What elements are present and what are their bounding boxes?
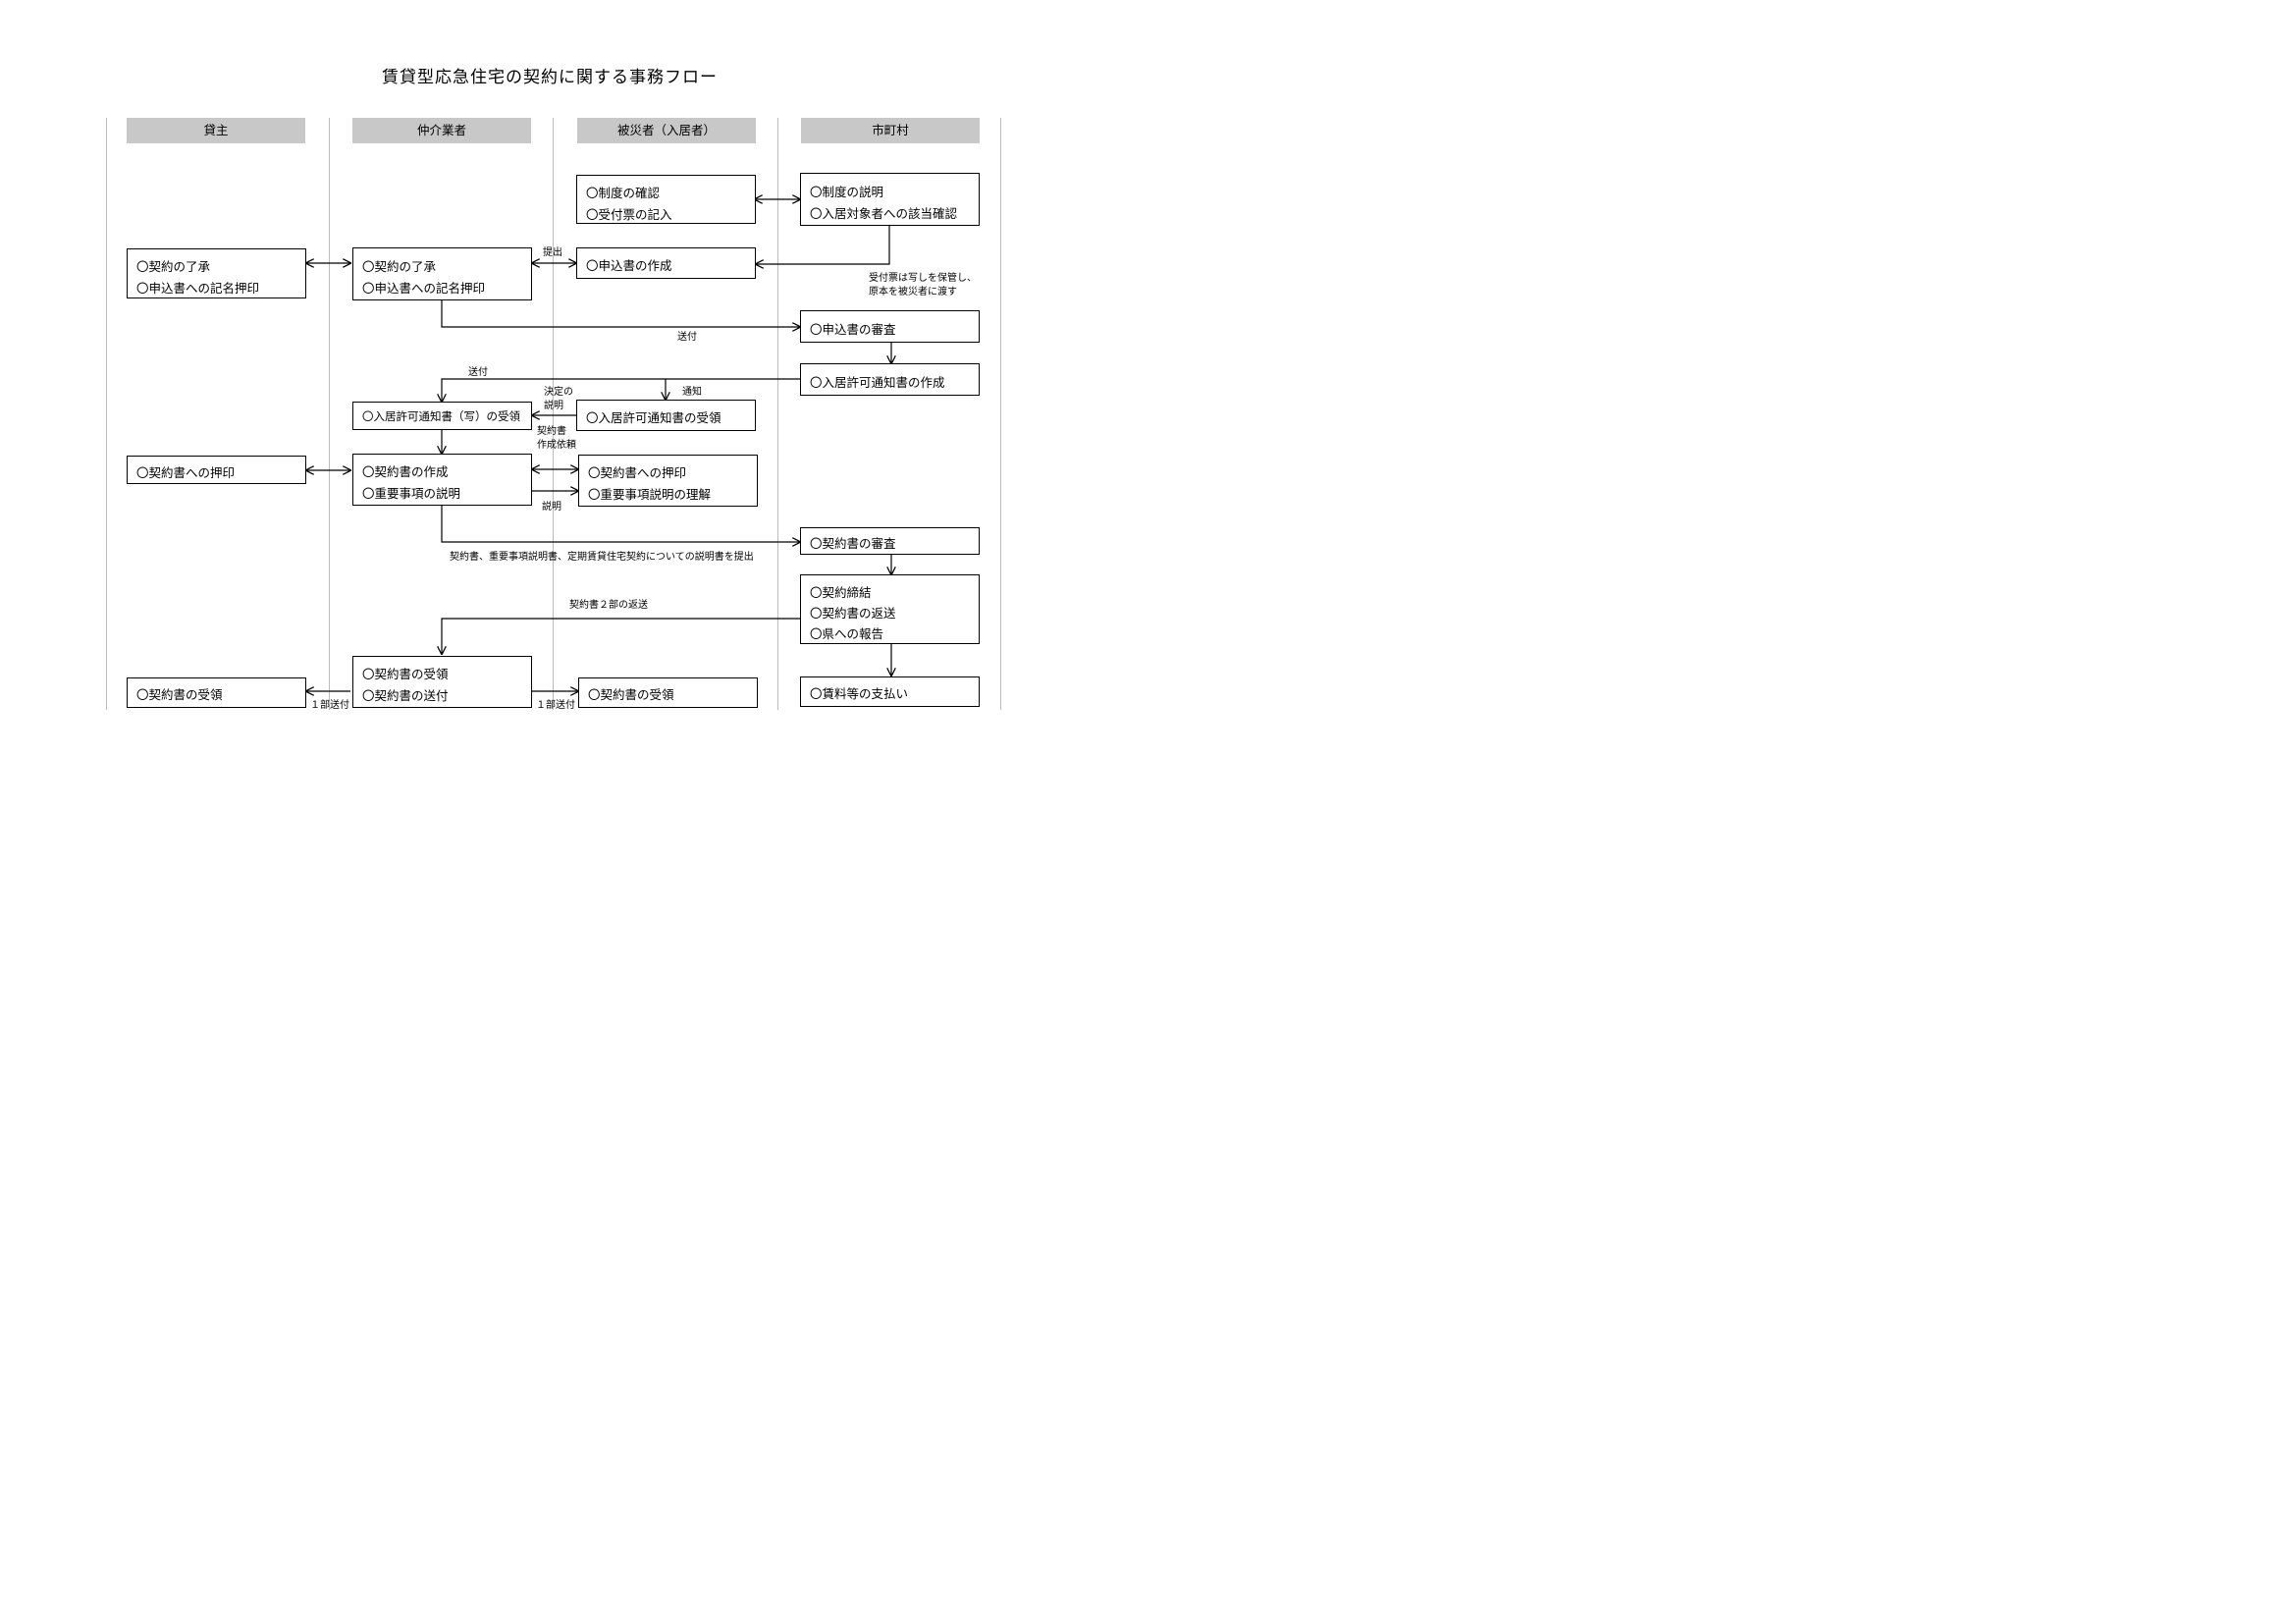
city-shiharai-box: 〇賃料等の支払い bbox=[800, 676, 980, 707]
lane-header-city: 市町村 bbox=[801, 118, 980, 143]
label-sakusei-irai: 作成依頼 bbox=[537, 440, 576, 451]
city-seido-box: 〇制度の説明 〇入居対象者への該当確認 bbox=[800, 173, 980, 226]
box-item: 〇申込書の審査 bbox=[810, 322, 896, 337]
page-title: 賃貸型応急住宅の契約に関する事務フロー bbox=[382, 68, 718, 87]
box-item: 〇重要事項説明の理解 bbox=[588, 487, 712, 502]
box-item: 〇県への報告 bbox=[810, 626, 884, 641]
lane-divider bbox=[1000, 118, 1001, 710]
lane-header-broker: 仲介業者 bbox=[352, 118, 531, 143]
label-kettei-setsumei: 説明 bbox=[544, 401, 563, 411]
box-item: 〇契約書への押印 bbox=[588, 465, 687, 480]
box-item: 〇契約締結 bbox=[810, 585, 872, 600]
box-item: 〇契約の了承 bbox=[362, 259, 437, 274]
box-item: 〇契約書の受領 bbox=[362, 667, 449, 681]
box-item: 〇契約書への押印 bbox=[136, 465, 236, 480]
victim-seido-box: 〇制度の確認 〇受付票の記入 bbox=[576, 175, 756, 224]
lane-divider bbox=[106, 118, 107, 710]
victim-juryo-box: 〇契約書の受領 bbox=[578, 677, 758, 708]
box-item: 〇契約書の返送 bbox=[810, 606, 896, 621]
owner-oin-box: 〇契約書への押印 bbox=[127, 456, 306, 484]
city-teiketsu-box: 〇契約締結 〇契約書の返送 〇県への報告 bbox=[800, 574, 980, 644]
lane-divider bbox=[553, 118, 554, 710]
box-item: 〇制度の説明 bbox=[810, 185, 884, 199]
broker-keiyaku-box: 〇契約の了承 〇申込書への記名押印 bbox=[352, 247, 532, 300]
owner-keiyaku-box: 〇契約の了承 〇申込書への記名押印 bbox=[127, 248, 306, 298]
label-setsumei: 説明 bbox=[542, 502, 561, 513]
box-item: 〇賃料等の支払い bbox=[810, 686, 909, 701]
label-hensou: 契約書２部の返送 bbox=[569, 600, 648, 611]
broker-kyoka-box: 〇入居許可通知書（写）の受領 bbox=[352, 402, 532, 430]
box-item: 〇申込書への記名押印 bbox=[136, 281, 260, 296]
box-item: 〇契約書の受領 bbox=[136, 687, 223, 702]
label-kettei-setsumei: 決定の bbox=[544, 387, 573, 398]
lane-header-victim: 被災者（入居者） bbox=[577, 118, 756, 143]
label-teishutsu-docs: 契約書、重要事項説明書、定期賃貸住宅契約についての説明書を提出 bbox=[450, 552, 754, 563]
box-item: 〇契約の了承 bbox=[136, 259, 211, 274]
lane-divider bbox=[329, 118, 330, 710]
city-shinsa-box: 〇申込書の審査 bbox=[800, 310, 980, 343]
box-item: 〇受付票の記入 bbox=[586, 207, 672, 222]
label-teishutsu: 提出 bbox=[543, 247, 562, 258]
box-item: 〇契約書の作成 bbox=[362, 464, 449, 479]
box-item: 〇契約書の審査 bbox=[810, 536, 896, 551]
box-item: 〇入居許可通知書の受領 bbox=[586, 410, 721, 425]
label-uketsuke-note: 原本を被災者に渡す bbox=[869, 287, 957, 298]
label-tsuchi: 通知 bbox=[682, 387, 702, 398]
broker-sakusei-box: 〇契約書の作成 〇重要事項の説明 bbox=[352, 454, 532, 506]
box-item: 〇入居許可通知書（写）の受領 bbox=[362, 409, 520, 423]
box-item: 〇重要事項の説明 bbox=[362, 486, 461, 501]
box-item: 〇契約書の送付 bbox=[362, 688, 449, 703]
city-kyoka-box: 〇入居許可通知書の作成 bbox=[800, 363, 980, 396]
label-ichibu-soufu: １部送付 bbox=[310, 700, 349, 711]
victim-moushikomi-box: 〇申込書の作成 bbox=[576, 247, 756, 279]
lane-divider bbox=[777, 118, 778, 710]
box-item: 〇入居対象者への該当確認 bbox=[810, 206, 958, 221]
box-item: 〇申込書への記名押印 bbox=[362, 281, 486, 296]
label-uketsuke-note: 受付票は写しを保管し、 bbox=[869, 273, 977, 284]
victim-kyoka-box: 〇入居許可通知書の受領 bbox=[576, 400, 756, 431]
lane-header-owner: 貸主 bbox=[127, 118, 305, 143]
label-soufu: 送付 bbox=[677, 332, 697, 343]
box-item: 〇入居許可通知書の作成 bbox=[810, 375, 945, 390]
label-ichibu-soufu: １部送付 bbox=[536, 700, 575, 711]
broker-juryo-box: 〇契約書の受領 〇契約書の送付 bbox=[352, 656, 532, 708]
city-keiyaku-shinsa-box: 〇契約書の審査 bbox=[800, 527, 980, 555]
label-sakusei-irai: 契約書 bbox=[537, 426, 566, 437]
label-soufu: 送付 bbox=[468, 367, 488, 378]
owner-juryo-box: 〇契約書の受領 bbox=[127, 677, 306, 708]
box-item: 〇申込書の作成 bbox=[586, 258, 672, 273]
box-item: 〇制度の確認 bbox=[586, 186, 661, 200]
victim-oin-box: 〇契約書への押印 〇重要事項説明の理解 bbox=[578, 455, 758, 507]
box-item: 〇契約書の受領 bbox=[588, 687, 674, 702]
flow-connectors bbox=[0, 0, 1099, 756]
